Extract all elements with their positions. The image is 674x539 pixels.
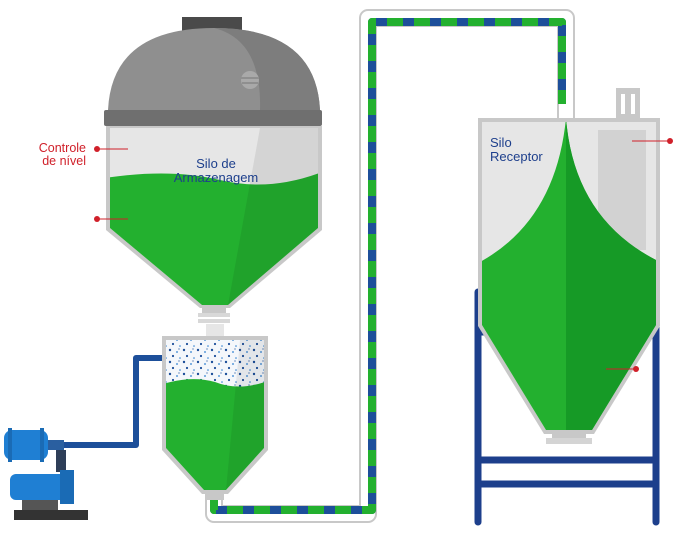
receiver-silo-label-line1: Silo xyxy=(490,135,512,150)
storage-silo-label-line2: Armazenagem xyxy=(173,170,259,185)
conveying-pipe xyxy=(205,9,575,523)
blower-motor xyxy=(4,355,166,520)
blower-icon xyxy=(4,430,48,460)
vent-filter-icon xyxy=(616,88,640,118)
vessel-material xyxy=(166,379,264,490)
receiver-silo-label: Silo Receptor xyxy=(490,136,570,164)
level-control-label-line2: de nível xyxy=(42,154,86,168)
receiver-sensor-high xyxy=(632,138,673,144)
receiver-silo-label-line2: Receptor xyxy=(490,149,543,164)
receiver-sensor-low xyxy=(606,366,639,372)
pressure-vessel xyxy=(162,336,268,500)
motor-icon xyxy=(10,474,70,500)
storage-silo-label-line1: Silo de xyxy=(196,156,236,171)
storage-silo-label: Silo de Armazenagem xyxy=(170,157,262,185)
receiver-silo xyxy=(474,88,673,526)
air-line xyxy=(60,355,166,448)
level-control-label-line1: Controle xyxy=(38,141,86,155)
level-sensor-high xyxy=(94,146,128,152)
dome-cap xyxy=(182,17,242,31)
globe-logo-icon xyxy=(241,71,259,89)
level-control-label: Controle de nível xyxy=(18,142,86,168)
level-sensor-low xyxy=(94,216,128,222)
silo-rim xyxy=(104,110,322,126)
